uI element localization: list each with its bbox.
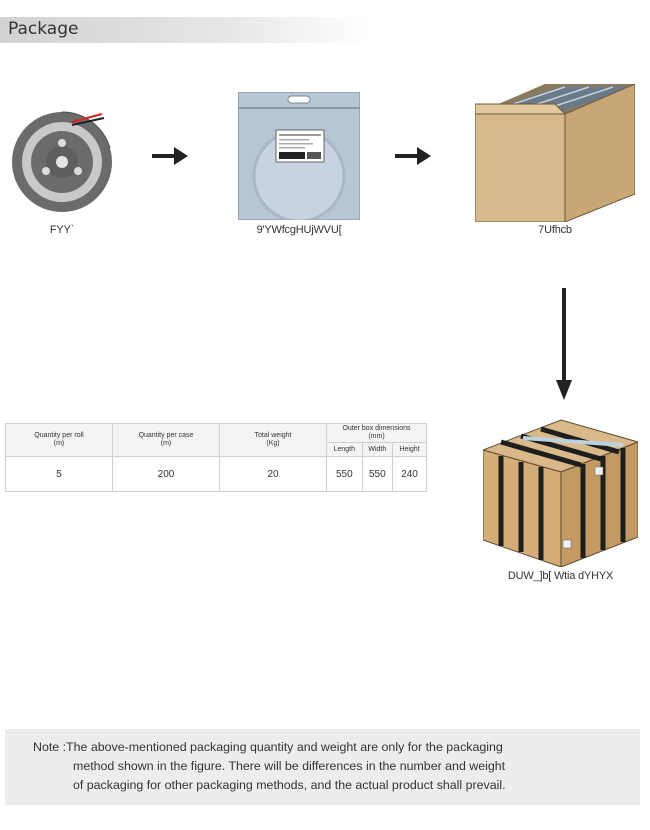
header-weight: Total weight (Kg) [219, 423, 327, 457]
spec-table: Quantity per roll (m) Quantity per case … [5, 423, 427, 492]
note-line-3: of packaging for other packaging methods… [73, 778, 506, 792]
cell-width: 550 [361, 456, 394, 492]
subheader-height: Height [392, 442, 427, 457]
header-dimensions: Outer box dimensions (mm) [326, 423, 427, 443]
carton-caption: 7Ufhcb [538, 224, 572, 236]
header-qty-case: Quantity per case (m) [112, 423, 220, 457]
cell-qty-case: 200 [112, 456, 220, 492]
sealed-carton-caption: DUW_]b[ Wtia dYHYX [507, 570, 614, 582]
cell-qty-roll: 5 [5, 456, 113, 492]
header-qty-roll: Quantity per roll (m) [5, 423, 113, 457]
section-title: Package [8, 19, 79, 39]
subheader-width: Width [361, 442, 394, 457]
cell-length: 550 [326, 456, 363, 492]
note-box: Note :The above-mentioned packaging quan… [5, 729, 640, 805]
reel-caption: FYY` [49, 224, 75, 236]
bag-caption: 9'YWfcgHUjWVU[ [256, 224, 342, 236]
bag-image [238, 92, 360, 220]
note-line-1: Note :The above-mentioned packaging quan… [33, 740, 503, 754]
cell-weight: 20 [219, 456, 327, 492]
subheader-length: Length [326, 442, 363, 457]
cell-height: 240 [392, 456, 427, 492]
section-header: Package [0, 17, 370, 43]
arrow-down-icon [556, 288, 572, 400]
arrow-right-icon [152, 147, 188, 165]
arrow-right-icon [395, 147, 431, 165]
note-line-2: method shown in the figure. There will b… [73, 759, 506, 773]
open-carton-image [475, 83, 635, 222]
reel-image [12, 111, 112, 212]
sealed-carton-image [483, 419, 638, 567]
